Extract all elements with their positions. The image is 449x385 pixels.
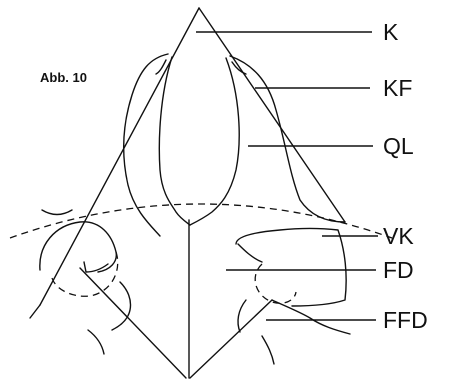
lower-left-tail (88, 330, 104, 354)
left-inner-contour (159, 57, 190, 225)
label-ql: QL (383, 133, 414, 159)
right-hook (232, 62, 246, 74)
left-dashed-oval (52, 252, 118, 296)
right-step (238, 244, 262, 262)
lower-right-notch (238, 300, 246, 332)
outer-triangle (40, 8, 345, 305)
lower-right-tail (262, 336, 274, 364)
figure-caption: Abb. 10 (40, 70, 87, 85)
lower-v (80, 268, 272, 378)
left-lip (42, 210, 72, 215)
label-fd: FD (383, 257, 414, 283)
label-ffd: FFD (383, 307, 428, 333)
right-inner-contour (190, 58, 239, 225)
label-kf: KF (383, 75, 412, 101)
lower-left-notch (112, 282, 131, 330)
left-base-stroke (30, 305, 40, 318)
label-vk: VK (383, 223, 414, 249)
label-k: K (383, 19, 399, 45)
left-rounded-body (40, 222, 116, 272)
right-body (236, 229, 346, 307)
